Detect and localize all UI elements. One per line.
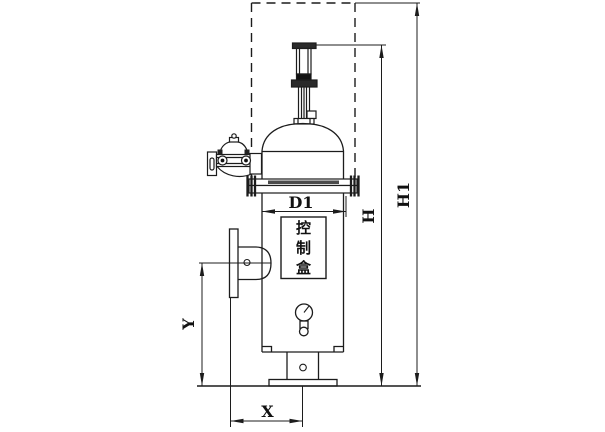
envelope-dashed-outline bbox=[250, 2, 356, 185]
dim-d1: D1 bbox=[262, 193, 347, 217]
dim-h-label: H bbox=[359, 208, 378, 223]
pressure-gauge bbox=[294, 303, 314, 337]
dim-d1-label: D1 bbox=[288, 193, 313, 212]
control-box-char-2: 制 bbox=[296, 239, 311, 257]
control-box-char-1: 控 bbox=[296, 219, 311, 237]
dim-y: Y bbox=[179, 262, 271, 386]
dim-h1: H1 bbox=[355, 2, 420, 386]
dim-h: H bbox=[316, 44, 386, 386]
control-box-label: 控 制 盒 bbox=[280, 216, 327, 280]
body-flange bbox=[246, 175, 360, 197]
control-box-char-3: 盒 bbox=[295, 259, 312, 277]
support-pedestal bbox=[286, 352, 320, 380]
vessel-shell bbox=[261, 193, 345, 353]
dim-x-label: X bbox=[261, 402, 274, 421]
side-valve-assembly bbox=[206, 133, 263, 178]
dim-x: X bbox=[230, 298, 303, 427]
dim-y-label: Y bbox=[179, 318, 198, 331]
base-plate bbox=[268, 378, 338, 387]
top-nozzle-stack bbox=[290, 42, 318, 125]
dim-h1-label: H1 bbox=[394, 182, 413, 208]
dome-head bbox=[261, 122, 345, 179]
